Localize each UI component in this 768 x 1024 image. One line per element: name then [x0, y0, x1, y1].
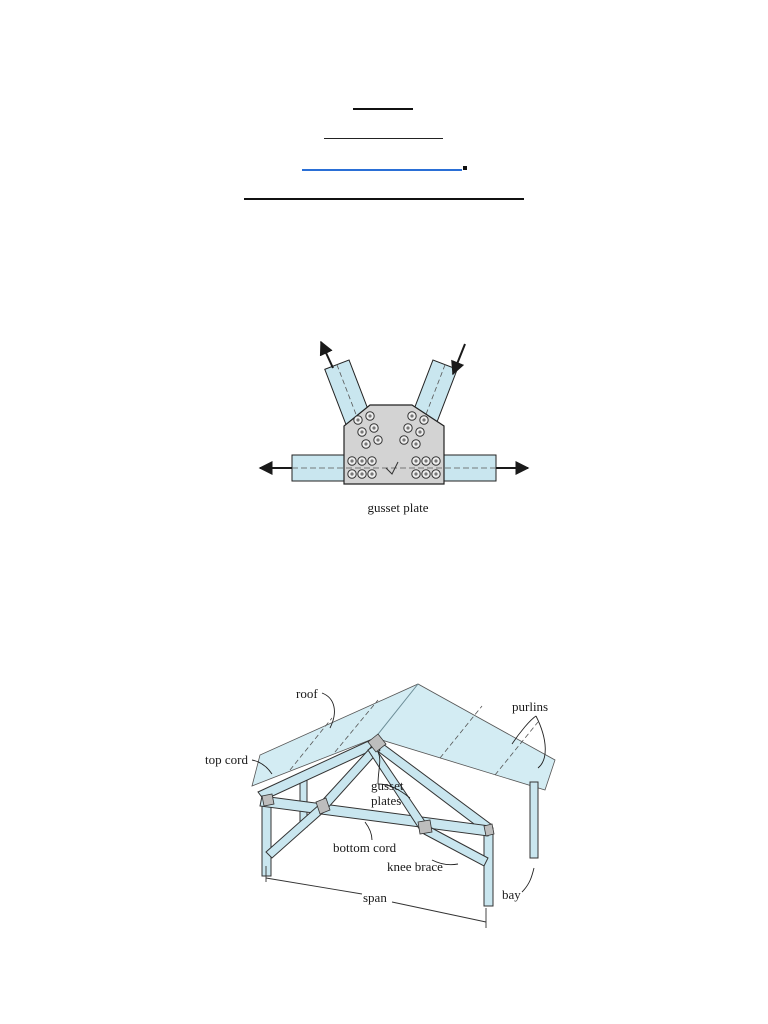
truss-gusset-plates [261, 733, 495, 837]
label-knee-brace: knee brace [387, 859, 443, 874]
label-bay: bay [502, 887, 521, 902]
heading-link-period [463, 166, 467, 170]
front-right-post [483, 827, 494, 907]
purlin-lines [289, 699, 539, 776]
label-top-cord: top cord [205, 752, 248, 767]
left-horizontal-member [291, 454, 345, 482]
tension-arrow [319, 340, 334, 369]
label-gusset: gusset [371, 778, 404, 793]
front-left-post [261, 797, 272, 877]
centroid-mark [385, 461, 399, 475]
right-horizontal-member [443, 454, 497, 482]
label-bottom-cord: bottom cord [333, 840, 397, 855]
heading-rule-1 [353, 108, 413, 110]
label-plates: plates [371, 793, 401, 808]
heading-rule-2 [324, 138, 443, 139]
truss-members [257, 737, 493, 867]
label-span: span [363, 890, 387, 905]
roof-ridge [374, 683, 419, 739]
gusset-plate-figure: gusset plate [258, 340, 530, 515]
gusset-plate-caption: gusset plate [367, 500, 428, 515]
label-purlins: purlins [512, 699, 548, 714]
heading-rule-4 [244, 198, 524, 200]
roof-truss-figure: roof purlins top cord gusset plates bott… [205, 683, 556, 928]
label-roof: roof [296, 686, 318, 701]
span-dimension [265, 866, 487, 928]
knee-brace-left [265, 803, 327, 859]
compression-arrow [451, 343, 466, 376]
heading-link-rule[interactable] [302, 169, 462, 171]
rear-right-post [529, 781, 539, 859]
leader-lines [251, 692, 546, 893]
